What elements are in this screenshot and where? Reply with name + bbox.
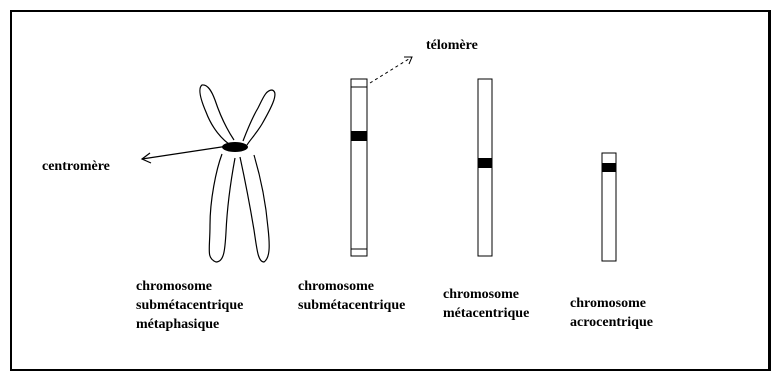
acrocentric-caption: chromosome acrocentrique xyxy=(570,294,653,332)
caption-line: acrocentrique xyxy=(570,313,653,332)
acrocentric-chromosome xyxy=(602,153,616,261)
telomere-label: télomère xyxy=(426,36,478,55)
caption-line: chromosome xyxy=(298,277,405,296)
submetacentric-caption: chromosome submétacentrique xyxy=(298,277,405,315)
centromere-label: centromère xyxy=(42,157,110,176)
submetacentric-centromere-band xyxy=(351,131,367,141)
metacentric-caption: chromosome métacentrique xyxy=(443,285,529,323)
acrocentric-centromere-band xyxy=(602,163,616,172)
caption-line: métaphasique xyxy=(136,315,243,334)
caption-line: chromosome xyxy=(443,285,529,304)
caption-line: submétacentrique xyxy=(136,296,243,315)
caption-line: chromosome xyxy=(570,294,653,313)
caption-line: métacentrique xyxy=(443,304,529,323)
caption-line: chromosome xyxy=(136,277,243,296)
metaphase-chromosome xyxy=(200,85,275,262)
centromere-arrow xyxy=(142,146,228,163)
metaphase-centromere-mark xyxy=(222,142,248,152)
caption-line: submétacentrique xyxy=(298,296,405,315)
metacentric-centromere-band xyxy=(478,158,492,168)
submetacentric-chromosome xyxy=(351,79,367,256)
metaphase-caption: chromosome submétacentrique métaphasique xyxy=(136,277,243,334)
metacentric-chromosome xyxy=(478,79,492,256)
telomere-arrow xyxy=(370,57,412,83)
